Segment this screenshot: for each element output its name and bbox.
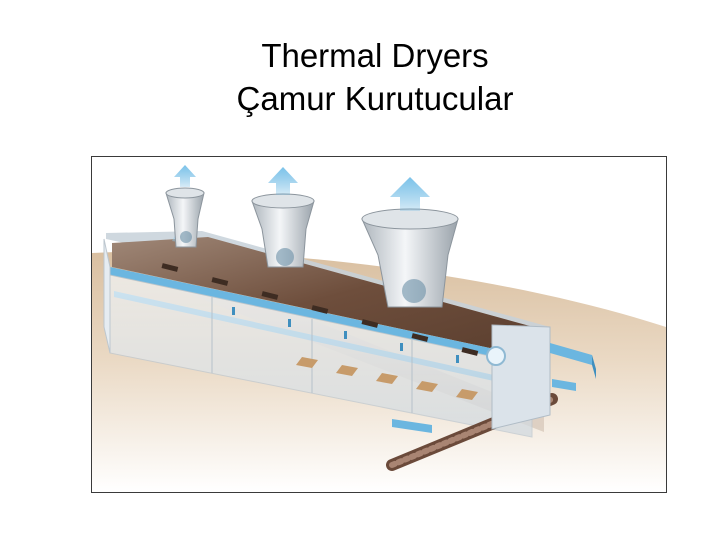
process-pipes xyxy=(392,343,596,433)
discharge-housing xyxy=(491,324,551,430)
belt-slots xyxy=(161,263,479,356)
dryer-illustration xyxy=(91,156,667,493)
title-line-turkish: Çamur Kurutucular xyxy=(236,80,514,117)
rail-fasteners xyxy=(232,307,459,363)
thermal-dryer-drawing xyxy=(92,165,666,492)
exhaust-stack-1 xyxy=(165,165,205,248)
exhaust-stack-3 xyxy=(361,177,459,308)
air-up-arrow-1-icon xyxy=(174,165,196,187)
slide-title: Thermal Dryers Çamur Kurutucular xyxy=(0,34,720,120)
main-belt xyxy=(112,237,548,357)
casing-front-wall xyxy=(109,274,533,438)
exhaust-stack-2 xyxy=(251,167,315,268)
title-line-english: Thermal Dryers xyxy=(261,37,489,74)
outlet-port xyxy=(486,346,506,366)
air-up-arrow-3-icon xyxy=(390,177,430,211)
air-up-arrow-2-icon xyxy=(268,167,298,195)
